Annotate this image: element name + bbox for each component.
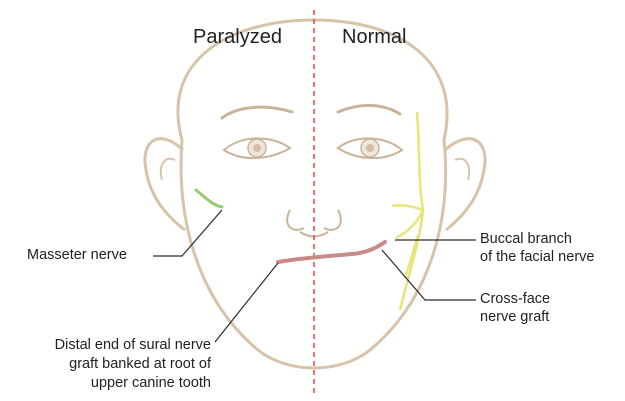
facial-nerve-trunk bbox=[400, 112, 423, 310]
right-ear-inner bbox=[455, 159, 469, 180]
cross-face-nerve-graft-line bbox=[278, 242, 385, 262]
leader-cross-face bbox=[382, 250, 476, 300]
header-paralyzed: Paralyzed bbox=[193, 26, 282, 48]
label-distal-end-line1: Distal end of sural nerve bbox=[55, 337, 211, 354]
label-cross-face-line2: nerve graft bbox=[480, 309, 549, 326]
face-outline bbox=[178, 20, 447, 368]
masseter-nerve-line bbox=[196, 190, 222, 207]
left-pupil bbox=[253, 144, 261, 152]
label-cross-face-line1: Cross-face bbox=[480, 291, 550, 308]
left-eyebrow bbox=[222, 107, 292, 118]
header-normal: Normal bbox=[342, 26, 406, 48]
right-ear bbox=[445, 139, 485, 230]
left-ear-inner bbox=[161, 159, 175, 180]
label-buccal-branch-line2: of the facial nerve bbox=[480, 249, 594, 266]
leader-distal-end bbox=[215, 263, 278, 342]
right-eyebrow bbox=[338, 105, 400, 114]
label-masseter-nerve: Masseter nerve bbox=[27, 247, 127, 264]
facial-nerve-branch-upper bbox=[392, 205, 423, 210]
label-distal-end-line3: upper canine tooth bbox=[91, 375, 211, 392]
right-pupil bbox=[366, 144, 374, 152]
label-distal-end-line2: graft banked at root of bbox=[69, 356, 211, 373]
left-ear bbox=[145, 139, 185, 230]
label-buccal-branch-line1: Buccal branch bbox=[480, 231, 572, 248]
nose bbox=[287, 210, 341, 237]
